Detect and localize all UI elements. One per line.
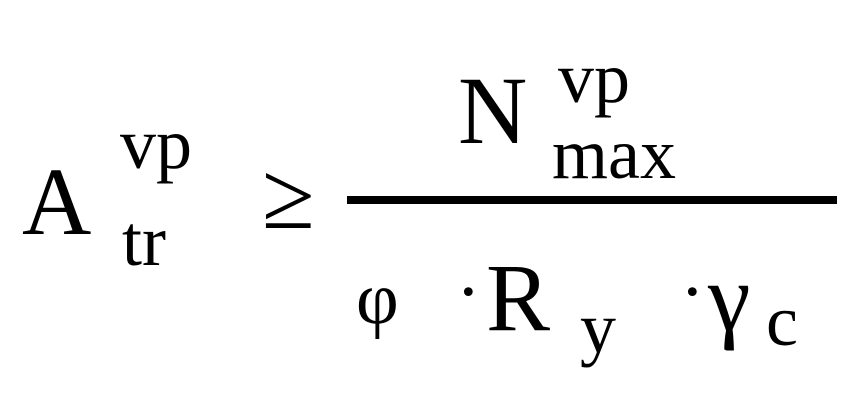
relation-symbol: ≥ [262,142,315,249]
numerator-base-symbol: N [458,57,528,164]
denominator-r-subscript: y [580,288,616,368]
lhs-base-symbol: A [22,148,92,255]
denominator-dot-2: · [680,251,705,333]
denominator-phi: φ [356,258,399,340]
denominator-gamma-subscript: c [766,281,798,361]
lhs-subscript: tr [122,201,166,281]
numerator-subscript: max [552,114,676,194]
lhs-superscript: vp [120,104,192,184]
denominator-r-base: R [486,244,551,351]
denominator-dot-1: · [456,251,481,333]
fraction-bar [347,196,837,204]
numerator-superscript: vp [558,38,630,118]
denominator-gamma-base: γ [708,244,751,351]
